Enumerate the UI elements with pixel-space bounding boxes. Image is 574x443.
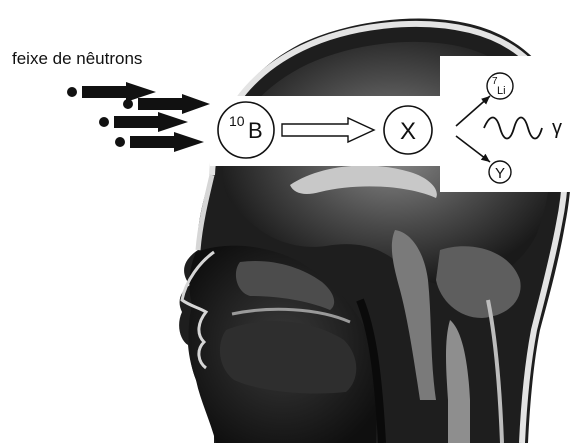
neutron-beam (67, 82, 210, 152)
boron-symbol: B (248, 118, 263, 143)
lithium-7-nucleus: 7 Li (487, 73, 513, 99)
lithium-symbol: Li (497, 85, 506, 97)
y-symbol: Y (495, 165, 505, 182)
boron-10-nucleus: 10 B (218, 102, 274, 158)
neutron-dot (123, 99, 133, 109)
neutron-arrow (115, 132, 204, 152)
boron-mass-number: 10 (229, 113, 245, 129)
neutron-arrow (99, 112, 188, 132)
compound-nucleus-x: X (384, 106, 432, 154)
gamma-symbol: γ (552, 117, 562, 139)
neutron-arrow-head (174, 132, 204, 152)
neutron-arrow-shaft (82, 86, 128, 98)
neutron-arrow-shaft (114, 116, 160, 128)
neutron-arrow-head (182, 94, 210, 114)
neutron-dot (115, 137, 125, 147)
neutron-beam-label: feixe de nêutrons (12, 49, 142, 68)
x-symbol: X (400, 118, 416, 145)
neutron-dot (99, 117, 109, 127)
product-y-nucleus: Y (489, 161, 511, 183)
neutron-arrow-shaft (130, 136, 176, 148)
boron-circle (218, 102, 274, 158)
neutron-dot (67, 87, 77, 97)
neutron-arrow-head (158, 112, 188, 132)
neutron-arrow-shaft (138, 98, 184, 110)
